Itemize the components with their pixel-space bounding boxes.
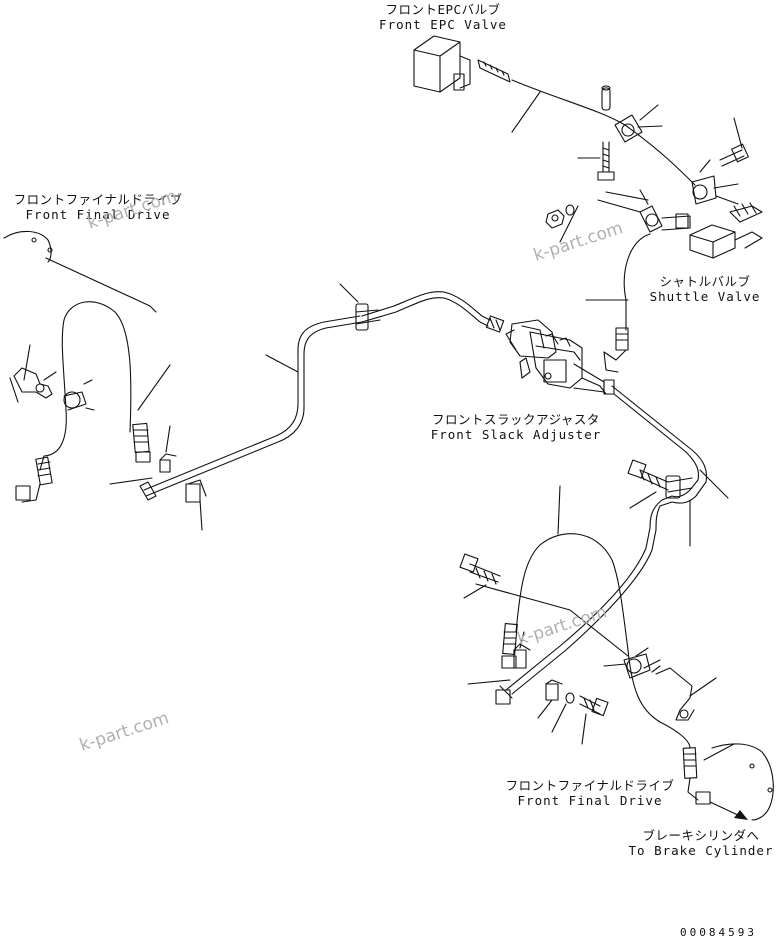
- label-to-brake-cylinder-en: To Brake Cylinder: [628, 843, 774, 858]
- shuttle-valve: [689, 224, 763, 259]
- label-front-final-drive-right-en: Front Final Drive: [517, 793, 663, 808]
- epc-leader: [511, 91, 541, 133]
- label-front-slack-adjuster-en: Front Slack Adjuster: [430, 427, 602, 442]
- label-front-final-drive-left: フロントファイナルドライブ Front Final Drive: [8, 192, 188, 222]
- front-epc-valve: [413, 35, 511, 93]
- label-shuttle-valve-jp: シャトルバルブ: [659, 274, 751, 289]
- label-front-final-drive-left-jp: フロントファイナルドライブ: [13, 192, 183, 207]
- label-front-epc-valve: フロントEPCバルブ Front EPC Valve: [368, 2, 518, 32]
- right-brake-pipe: [511, 385, 708, 695]
- label-front-slack-adjuster: フロントスラックアジャスタ Front Slack Adjuster: [416, 412, 616, 442]
- label-shuttle-valve: シャトルバルブ Shuttle Valve: [642, 274, 768, 304]
- label-front-slack-adjuster-jp: フロントスラックアジャスタ: [432, 412, 600, 427]
- label-front-epc-valve-jp: フロントEPCバルブ: [385, 2, 501, 17]
- right-final-drive-outline: [711, 743, 774, 821]
- label-to-brake-cylinder-jp: ブレーキシリンダへ: [642, 828, 760, 843]
- label-front-final-drive-right-jp: フロントファイナルドライブ: [505, 778, 675, 793]
- label-shuttle-valve-en: Shuttle Valve: [649, 289, 761, 304]
- label-front-final-drive-right: フロントファイナルドライブ Front Final Drive: [500, 778, 680, 808]
- label-front-epc-valve-en: Front EPC Valve: [379, 17, 507, 32]
- drawing-code: 00084593: [680, 926, 757, 939]
- label-front-final-drive-left-en: Front Final Drive: [25, 207, 171, 222]
- label-to-brake-cylinder: ブレーキシリンダへ To Brake Cylinder: [628, 828, 774, 858]
- left-final-drive-outline: [3, 230, 52, 263]
- left-brake-pipe: [143, 315, 361, 491]
- front-slack-adjuster: [505, 319, 615, 395]
- arrow-icon: [734, 810, 748, 820]
